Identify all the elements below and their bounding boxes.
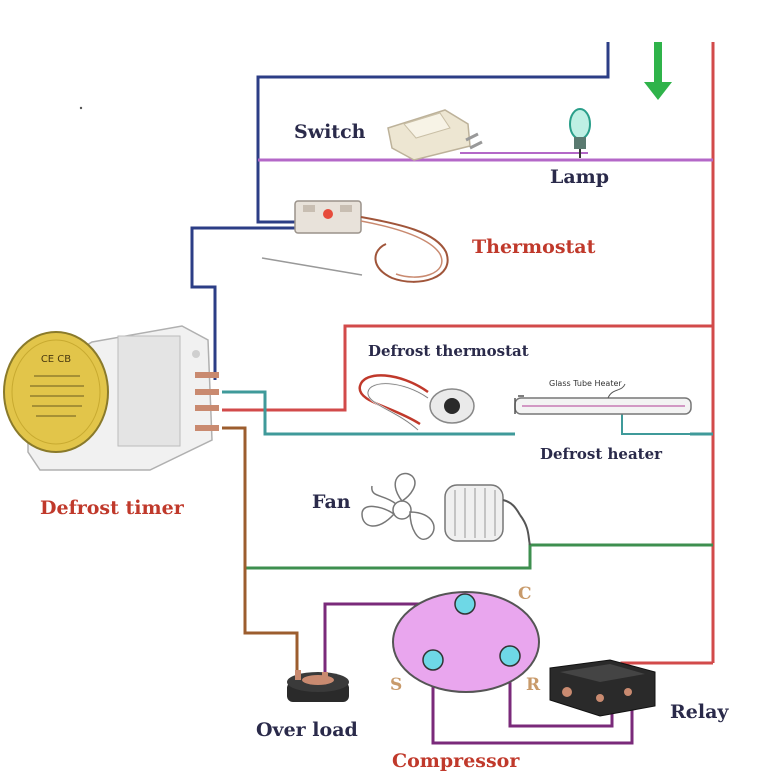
fan-icon bbox=[361, 472, 521, 542]
defrost-thermostat-icon bbox=[358, 374, 475, 431]
switch-icon bbox=[387, 109, 483, 161]
defrost-timer-icon: CE CB bbox=[3, 325, 219, 471]
lamp-icon bbox=[569, 108, 591, 158]
terminal-c-label: C bbox=[518, 584, 532, 604]
relay-icon bbox=[549, 659, 656, 717]
terminal-r-point bbox=[499, 645, 521, 667]
down-arrow-icon bbox=[644, 42, 672, 100]
timer-wire bbox=[222, 426, 299, 672]
defrost-heater-label: Defrost heater bbox=[540, 445, 663, 463]
overload-label: Over load bbox=[256, 719, 358, 741]
terminal-c-point bbox=[454, 593, 476, 615]
relay-label: Relay bbox=[670, 701, 729, 723]
heater-link bbox=[621, 408, 690, 435]
fan-lead bbox=[519, 514, 531, 546]
switch-label: Switch bbox=[294, 121, 366, 143]
timer-face-text: CE CB bbox=[41, 354, 71, 365]
terminal-s-point bbox=[422, 649, 444, 671]
neutral-wire-timer bbox=[190, 226, 300, 380]
fan-label: Fan bbox=[312, 491, 351, 513]
compressor-label: Compressor bbox=[392, 750, 520, 771]
neutral-wire-top bbox=[256, 42, 610, 224]
heater-wire bbox=[222, 390, 515, 436]
stray-mark bbox=[79, 106, 83, 110]
terminal-r-label: R bbox=[526, 675, 541, 695]
defrost-timer-label: Defrost timer bbox=[40, 497, 185, 519]
glass-tube-heater-icon bbox=[514, 383, 692, 415]
lamp-label: Lamp bbox=[550, 166, 609, 188]
thermostat-label: Thermostat bbox=[472, 236, 596, 258]
live-wire-defrost bbox=[222, 324, 713, 412]
s-relay-wire bbox=[431, 660, 634, 745]
glass-tube-heater-label: Glass Tube Heater bbox=[549, 379, 622, 388]
compressor-icon bbox=[392, 591, 540, 693]
fan-wire bbox=[245, 543, 713, 570]
thermostat-icon bbox=[261, 200, 449, 283]
overload-icon bbox=[287, 670, 349, 702]
terminal-s-label: S bbox=[390, 675, 402, 695]
defrost-thermostat-label: Defrost thermostat bbox=[368, 342, 529, 360]
